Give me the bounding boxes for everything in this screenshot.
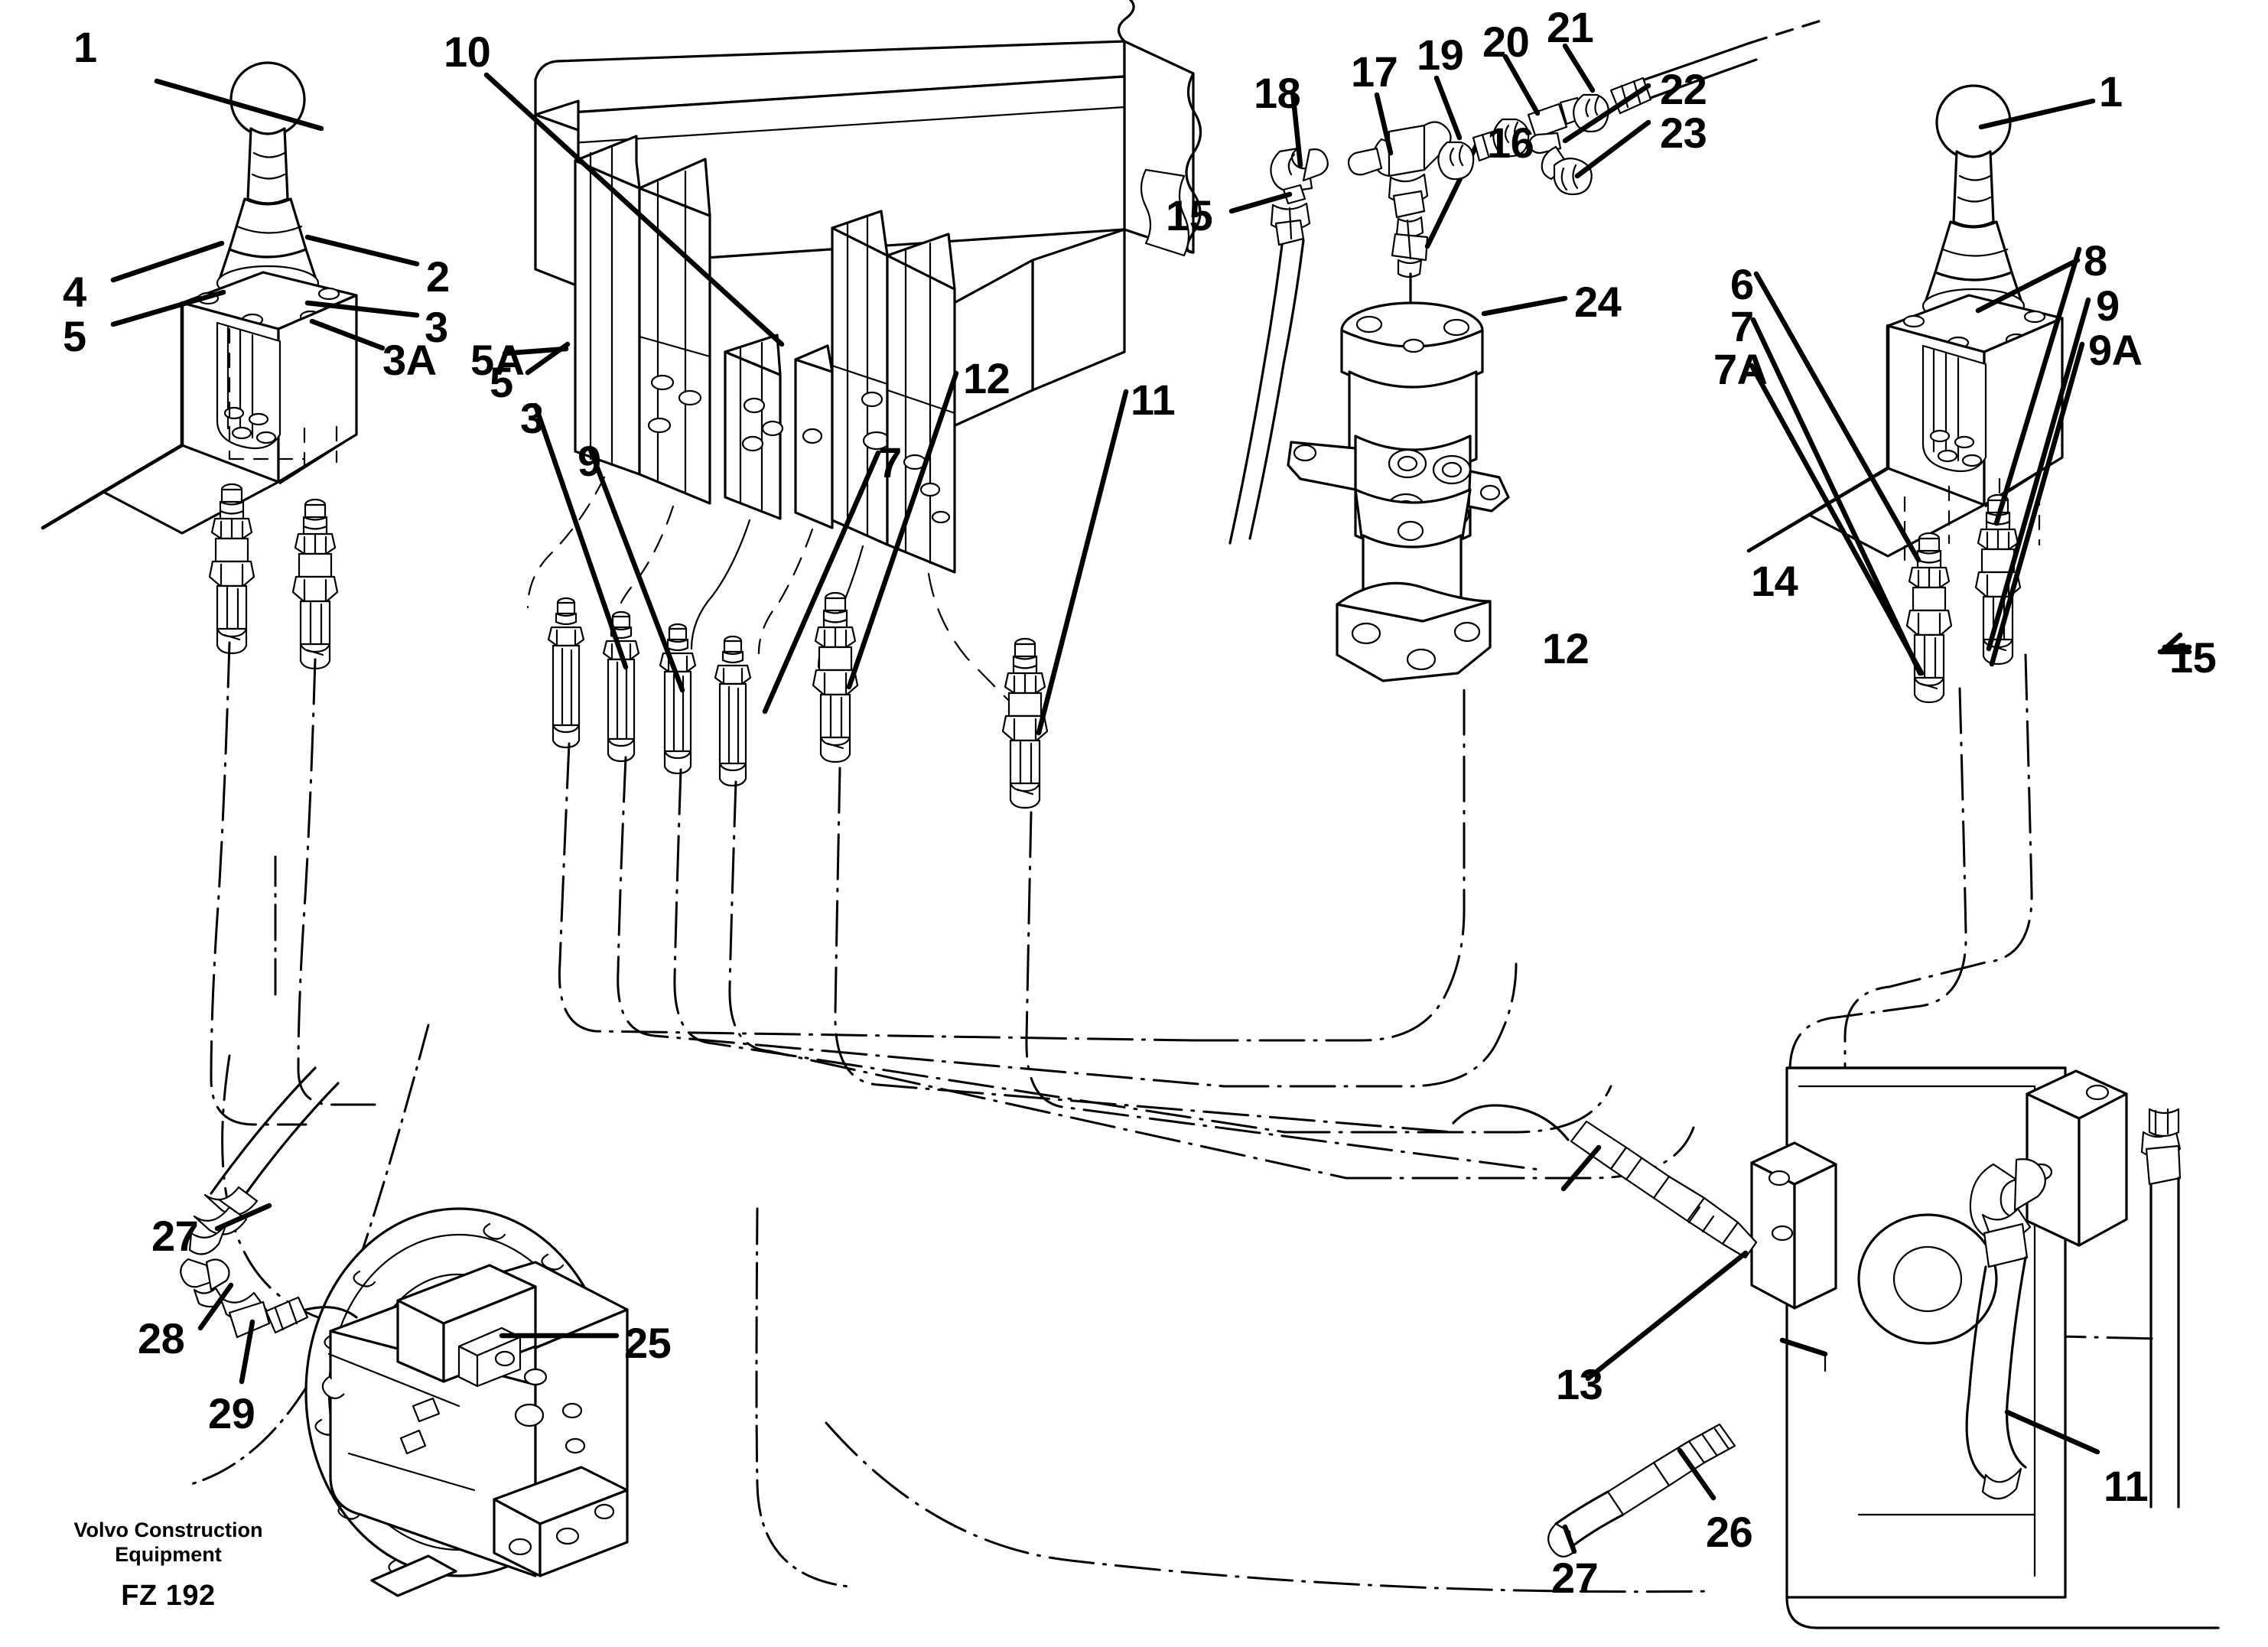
callout-3: 3 bbox=[425, 303, 448, 351]
leader-8-side bbox=[1975, 257, 2081, 314]
callout-15: 15 bbox=[2169, 633, 2217, 682]
callout-18: 18 bbox=[1254, 69, 1301, 117]
callout-29: 29 bbox=[208, 1389, 255, 1437]
callout-24: 24 bbox=[1574, 278, 1622, 326]
leader-7A bbox=[1749, 363, 1925, 676]
valve-block-10 bbox=[483, 0, 1202, 574]
callout-19: 19 bbox=[1417, 31, 1464, 79]
leader-27-lower bbox=[1562, 1524, 1577, 1554]
callout-8: 8 bbox=[2084, 236, 2107, 285]
bracket-assembly-right bbox=[1452, 632, 2220, 1629]
leader-7 bbox=[1750, 317, 1923, 676]
leader-14 bbox=[1779, 1337, 1828, 1357]
leader-10 bbox=[483, 72, 785, 347]
callout-25: 25 bbox=[624, 1319, 672, 1367]
rotary-joint-24 bbox=[1287, 295, 1568, 682]
leader-3A bbox=[309, 318, 386, 351]
leader-24 bbox=[1481, 295, 1568, 317]
callout-20: 20 bbox=[1482, 18, 1530, 66]
callout-7a: 7A bbox=[1713, 345, 1768, 393]
callout-7: 7 bbox=[878, 438, 902, 487]
leader-20 bbox=[1502, 54, 1541, 116]
leader-17 bbox=[1374, 92, 1394, 156]
leader-11 bbox=[1036, 389, 1129, 736]
leader-15 bbox=[1228, 191, 1293, 214]
leader-19 bbox=[1433, 75, 1463, 141]
callout-11: 11 bbox=[1131, 376, 1176, 424]
leader-1-left bbox=[154, 78, 324, 132]
leader-11-lower bbox=[2004, 1409, 2100, 1455]
callout-5: 5 bbox=[63, 312, 86, 360]
callout-9: 9 bbox=[578, 437, 601, 485]
callout-10: 10 bbox=[444, 28, 491, 76]
joystick-left bbox=[41, 63, 356, 535]
pump-motor-25 bbox=[304, 1207, 629, 1597]
callout-9: 9 bbox=[2096, 282, 2120, 330]
callout-9a: 9A bbox=[2088, 326, 2143, 374]
leader-7 bbox=[762, 450, 881, 714]
footer-identification: Volvo Construction Equipment FZ 192 bbox=[54, 1518, 283, 1613]
leader-26 bbox=[1677, 1447, 1716, 1501]
leader-6 bbox=[1753, 271, 1921, 563]
callout-27: 27 bbox=[151, 1212, 199, 1260]
callout-1: 1 bbox=[2099, 67, 2123, 116]
callout-13: 13 bbox=[1556, 1360, 1603, 1408]
leader-22 bbox=[1562, 83, 1651, 144]
callout-3a: 3A bbox=[382, 336, 437, 384]
callout-1: 1 bbox=[73, 23, 97, 71]
leader-8 bbox=[1993, 246, 2082, 526]
callout-17: 17 bbox=[1351, 47, 1398, 96]
leader-23 bbox=[1574, 119, 1651, 179]
callout-26: 26 bbox=[1706, 1508, 1753, 1556]
leader-9 bbox=[1986, 297, 2091, 652]
brand-line-1: Volvo Construction bbox=[73, 1518, 263, 1541]
leader-3 bbox=[304, 300, 420, 318]
callout-21: 21 bbox=[1547, 3, 1594, 51]
leader-15-right bbox=[2159, 632, 2183, 655]
callout-12: 12 bbox=[1542, 624, 1590, 672]
leader-12 bbox=[846, 370, 959, 690]
leader-28 bbox=[197, 1282, 234, 1331]
leader-18 bbox=[1290, 89, 1303, 168]
callout-6: 6 bbox=[1730, 260, 1754, 308]
leader-21 bbox=[1562, 43, 1596, 93]
leader-1-right bbox=[1978, 98, 2096, 130]
callout-7: 7 bbox=[1730, 302, 1754, 350]
callout-22: 22 bbox=[1660, 65, 1707, 113]
drawing-code: FZ 192 bbox=[121, 1579, 216, 1612]
fitting-cluster-top-right bbox=[1228, 18, 1825, 545]
callout-2: 2 bbox=[426, 252, 450, 301]
leader-12-right bbox=[1560, 1144, 1602, 1192]
leader-4 bbox=[110, 240, 225, 283]
brand-line-2: Equipment bbox=[115, 1542, 222, 1566]
leader-29 bbox=[239, 1319, 255, 1385]
callout-16: 16 bbox=[1487, 119, 1534, 167]
callout-23: 23 bbox=[1660, 109, 1707, 157]
callout-14: 14 bbox=[1751, 557, 1798, 605]
leader-9A bbox=[1989, 341, 2085, 667]
leader-2 bbox=[304, 234, 420, 267]
callout-28: 28 bbox=[138, 1314, 185, 1362]
callout-15: 15 bbox=[1166, 191, 1213, 239]
callout-3: 3 bbox=[520, 394, 544, 442]
pump-hose-fittings bbox=[180, 1066, 358, 1385]
callout-5: 5 bbox=[490, 358, 513, 406]
leader-13 bbox=[1585, 1250, 1749, 1382]
callout-5a: 5A bbox=[470, 336, 525, 384]
callout-27: 27 bbox=[1551, 1554, 1599, 1602]
callout-11: 11 bbox=[2104, 1462, 2149, 1510]
callout-12: 12 bbox=[963, 354, 1010, 402]
leader-27 bbox=[214, 1203, 272, 1232]
callout-4: 4 bbox=[63, 268, 86, 316]
